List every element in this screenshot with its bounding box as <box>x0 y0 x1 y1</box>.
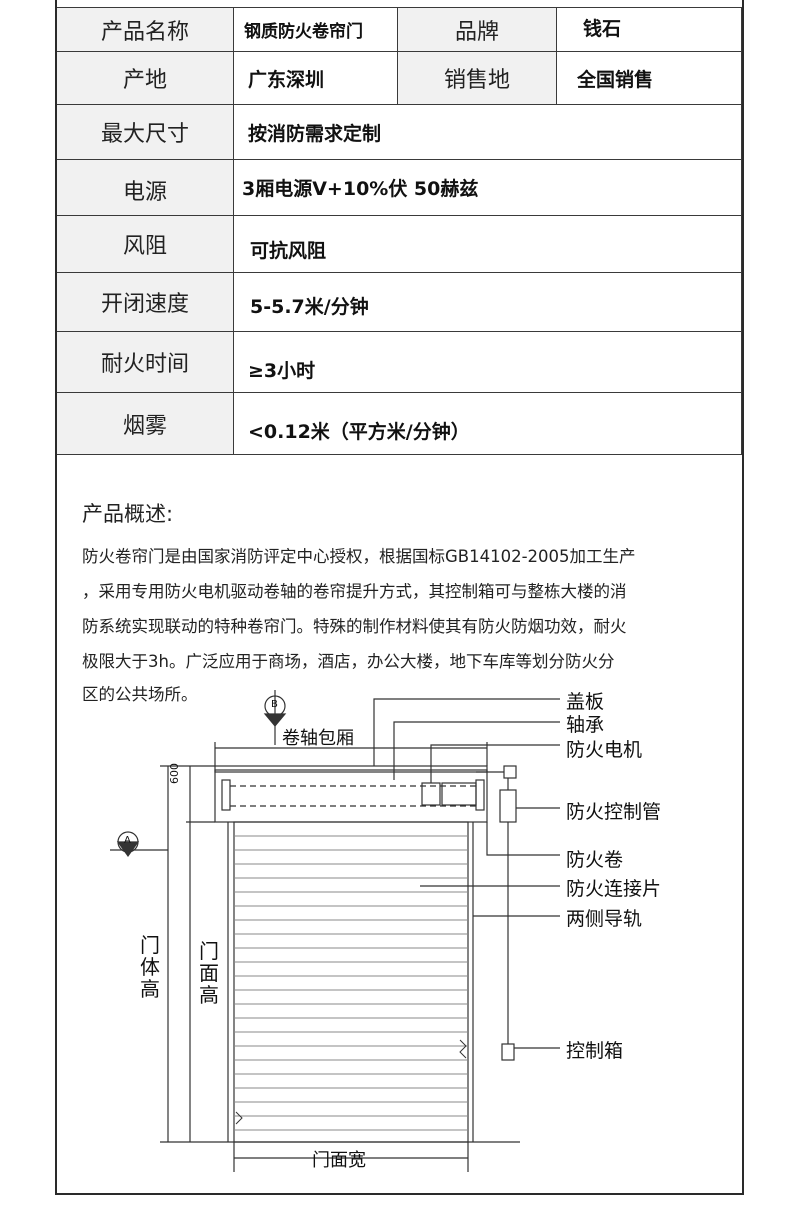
label-fire-resistance: 耐火时间 <box>57 332 234 393</box>
label-origin: 产地 <box>57 52 234 105</box>
label-door-width: 门面宽 <box>312 1150 366 1171</box>
value-power: 3厢电源V+10%伏 50赫兹 <box>234 160 742 216</box>
label-wind-resistance: 风阻 <box>57 216 234 273</box>
overview-line-3: 防系统实现联动的特种卷帘门。特殊的制作材料使其有防火防烟功效，耐火 <box>82 617 627 636</box>
callout-cover: 盖板 <box>566 691 605 713</box>
value-origin: 广东深圳 <box>234 52 398 105</box>
label-max-size: 最大尺寸 <box>57 105 234 160</box>
label-sales-region: 销售地 <box>398 52 557 105</box>
value-sales-region: 全国销售 <box>557 52 742 105</box>
label-brand: 品牌 <box>398 8 557 52</box>
callout-bearing: 轴承 <box>566 714 605 736</box>
label-door-face-height: 门面高 <box>199 939 219 1007</box>
overview-line-4: 极限大于3h。广泛应用于商场，酒店，办公大楼，地下车库等划分防火分 <box>82 652 615 671</box>
label-product-name: 产品名称 <box>57 8 234 52</box>
value-product-name: 钢质防火卷帘门 <box>234 8 398 52</box>
value-fire-resistance: ≥3小时 <box>234 332 742 393</box>
overview-line-2: ，采用专用防火电机驱动卷轴的卷帘提升方式，其控制箱可与整栋大楼的消 <box>82 582 627 601</box>
label-door-body-height: 门体高 <box>140 933 160 1001</box>
spec-frame <box>55 0 744 1195</box>
value-max-size: 按消防需求定制 <box>234 105 742 160</box>
value-brand: 钱石 <box>557 8 742 52</box>
label-speed: 开闭速度 <box>57 273 234 332</box>
door-curtain <box>233 821 469 1143</box>
callout-fire-motor: 防火电机 <box>566 739 643 761</box>
callout-fire-roll: 防火卷 <box>566 849 624 871</box>
control-box <box>501 1043 515 1061</box>
marker-b-label: B <box>271 699 278 710</box>
label-smoke: 烟雾 <box>57 393 234 455</box>
marker-a-label: A <box>124 835 131 846</box>
housing-box <box>214 769 488 823</box>
label-power: 电源 <box>57 160 234 216</box>
callout-connector: 防火连接片 <box>566 878 662 900</box>
dimension-600: 600 <box>168 763 181 784</box>
overview-line-5: 区的公共场所。 <box>82 685 198 704</box>
callout-guide-rails: 两侧导轨 <box>566 908 643 930</box>
value-smoke: <0.12米（平方米/分钟） <box>234 393 742 455</box>
callout-control-pipe: 防火控制管 <box>566 801 662 823</box>
overview-heading: 产品概述: <box>82 502 174 526</box>
label-axle-housing: 卷轴包厢 <box>282 728 354 749</box>
value-wind-resistance: 可抗风阻 <box>234 216 742 273</box>
table-top-rule <box>55 7 744 8</box>
control-pipe <box>499 789 517 823</box>
overview-line-1: 防火卷帘门是由国家消防评定中心授权，根据国标GB14102-2005加工生产 <box>82 547 636 566</box>
housing-cover <box>214 765 488 773</box>
value-speed: 5-5.7米/分钟 <box>234 273 742 332</box>
callout-control-box: 控制箱 <box>566 1040 624 1062</box>
